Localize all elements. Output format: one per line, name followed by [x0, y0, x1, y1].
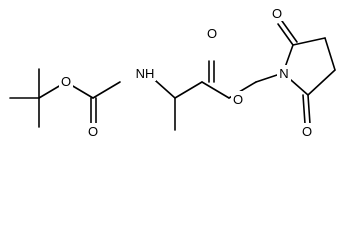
label-mask	[86, 123, 100, 139]
bond	[324, 37, 336, 71]
label-mask	[300, 123, 314, 139]
atom-o-ester-link: O	[233, 92, 243, 107]
label-mask	[270, 5, 284, 21]
bond	[292, 37, 326, 46]
atom-o-ring-top: O	[272, 6, 282, 21]
bond	[201, 81, 230, 99]
bond	[281, 20, 298, 43]
bond	[307, 94, 311, 125]
atom-n-ring: N	[279, 66, 288, 81]
atom-o-ring-bottom: O	[302, 124, 312, 139]
atom-o-carbonyl-ester: O	[207, 26, 217, 41]
bond	[92, 81, 121, 99]
atom-nh: NH	[136, 66, 155, 81]
label-mask	[205, 25, 219, 41]
label-mask	[134, 65, 156, 81]
bond	[277, 23, 294, 46]
chemical-structure: O O NH O O N O O	[9, 5, 336, 139]
label-mask	[59, 73, 73, 89]
atom-o-carbonyl-boc: O	[88, 124, 98, 139]
bond	[302, 94, 306, 125]
bond	[307, 69, 336, 96]
label-mask	[277, 65, 291, 81]
bond-lines	[9, 20, 336, 131]
bond	[174, 81, 203, 99]
label-mask	[231, 91, 245, 107]
atom-labels: O O NH O O N O O	[59, 5, 314, 139]
atom-o-ether-boc: O	[61, 74, 71, 89]
